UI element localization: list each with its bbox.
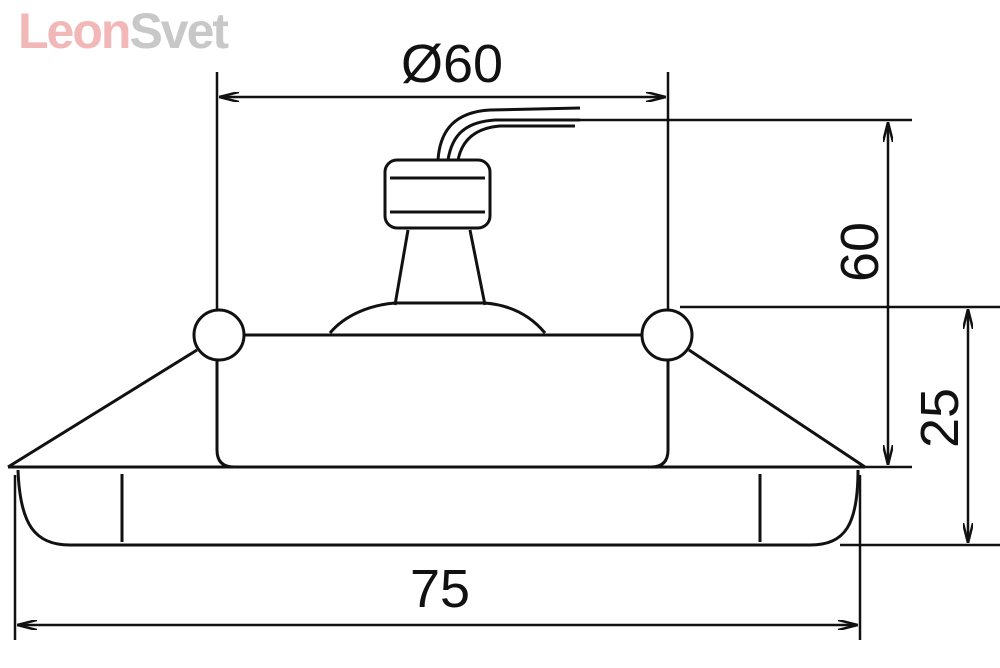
lamp-neck — [393, 229, 487, 306]
height-total-label: 60 — [830, 222, 890, 282]
logo-part2: Svet — [129, 3, 229, 59]
extension-lines — [13, 72, 1000, 640]
brand-logo: LeonSvet — [18, 2, 229, 60]
diameter-label: Ø60 — [401, 34, 503, 94]
wires — [436, 106, 581, 161]
base-ring — [8, 465, 865, 547]
left-clip — [192, 308, 246, 362]
right-slant — [688, 348, 866, 469]
logo-part1: Leon — [18, 3, 131, 59]
width-label: 75 — [410, 559, 470, 619]
height-lower-label: 25 — [910, 388, 970, 448]
housing — [215, 333, 670, 469]
right-clip — [640, 308, 694, 362]
left-slant — [7, 348, 198, 469]
connector-block — [383, 158, 492, 230]
fixture — [7, 106, 866, 547]
lamp-dome — [328, 301, 547, 334]
